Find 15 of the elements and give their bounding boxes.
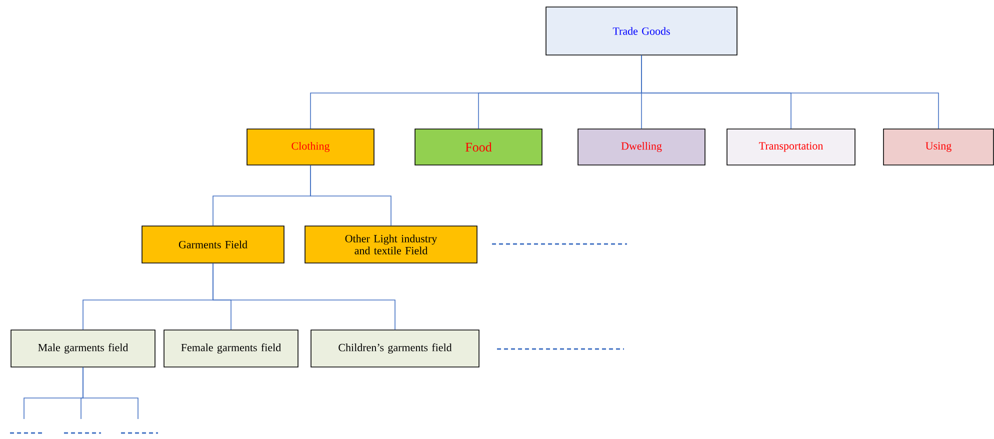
category-box: Children’s garments field — [310, 330, 480, 368]
category-box: Using — [883, 128, 994, 166]
connector-line — [82, 367, 138, 420]
category-box: Food — [414, 128, 542, 166]
category-box: Dwelling — [578, 128, 706, 166]
category-box: Clothing — [246, 128, 374, 166]
category-box: Transportation — [726, 128, 856, 166]
category-box: Male garments field — [10, 330, 156, 368]
connector-line — [212, 263, 396, 330]
connector-line — [641, 55, 939, 129]
category-box: Other Light industry and textile Field — [304, 226, 478, 264]
category-box: Female garments field — [164, 330, 298, 368]
connector-line — [310, 165, 392, 226]
category-box: Garments Field — [142, 226, 284, 264]
category-box: Trade Goods — [546, 6, 738, 56]
